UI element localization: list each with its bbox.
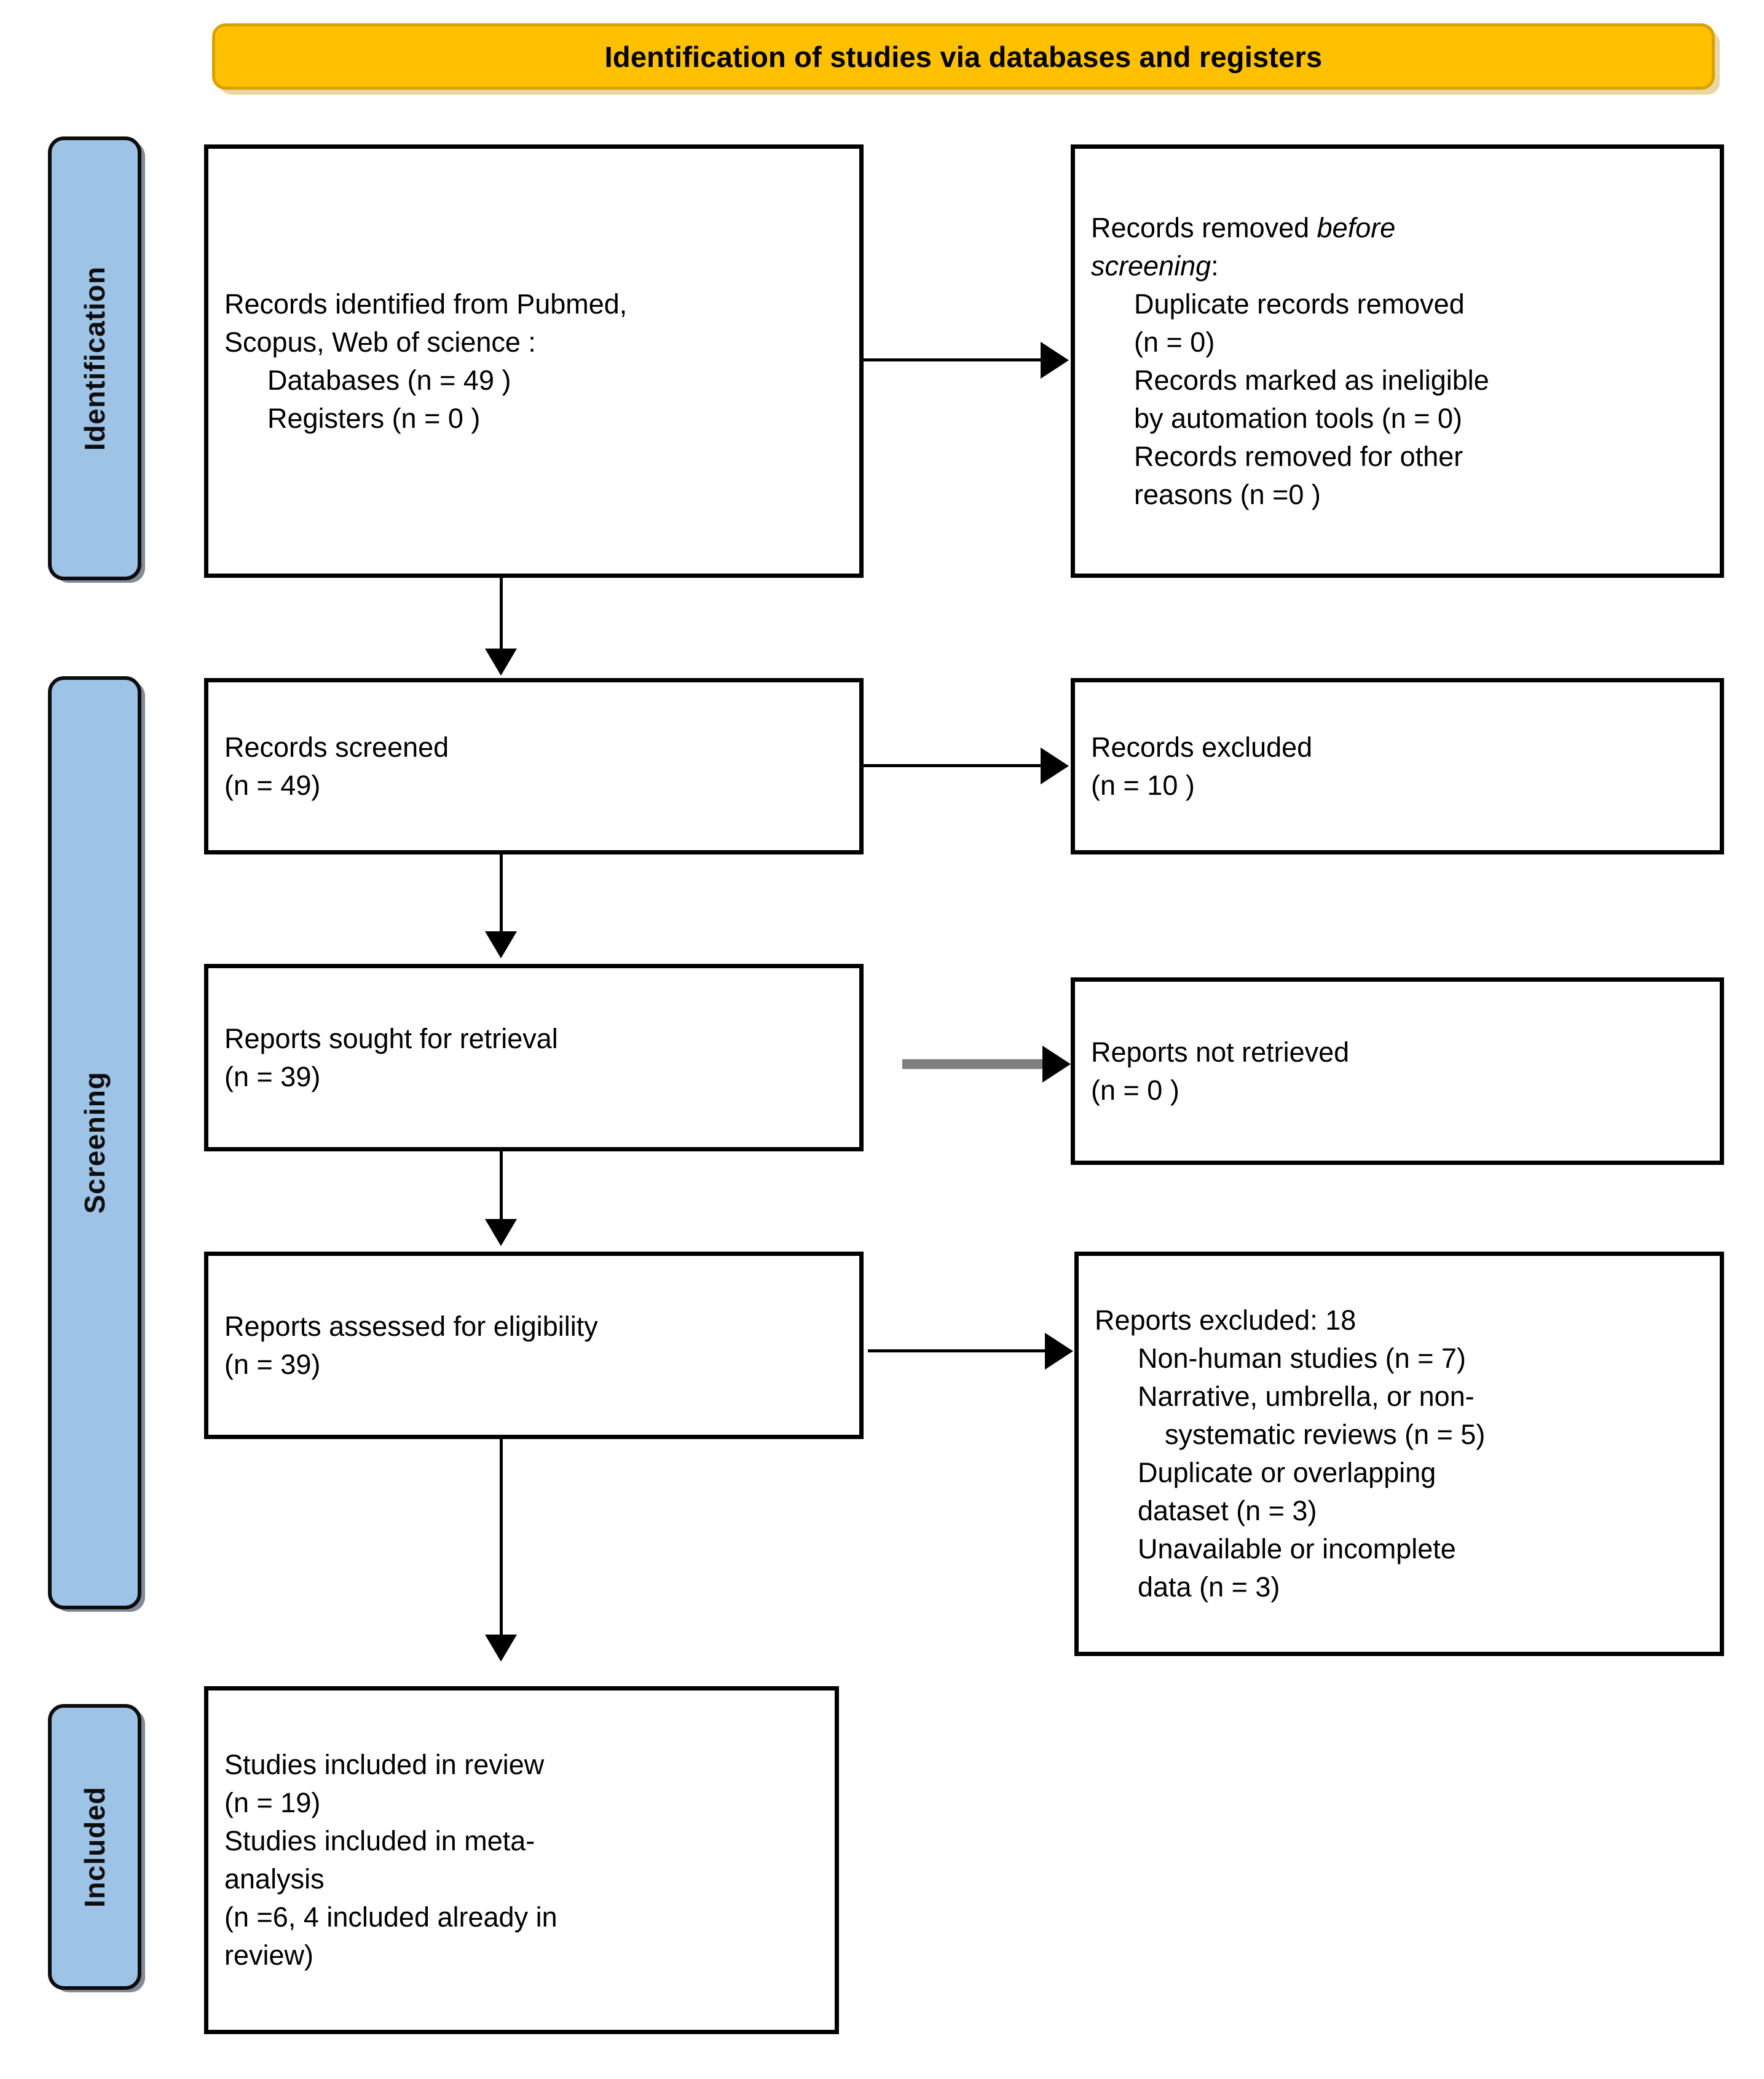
stage-label-included: Included xyxy=(79,1786,111,1908)
connector-screened-to-sought-line xyxy=(500,854,503,934)
reports-excluded-line-2: Non-human studies (n = 7) xyxy=(1138,1343,1467,1374)
box-studies-included: Studies included in review (n = 19) Stud… xyxy=(204,1686,839,2034)
page-title: Identification of studies via databases … xyxy=(604,40,1323,73)
reports-sought-line-2: (n = 39) xyxy=(224,1060,321,1092)
connector-assessed-to-included-arrow xyxy=(485,1635,517,1662)
connector-assessed-to-reports-excluded-arrow xyxy=(1045,1333,1073,1370)
connector-assessed-to-reports-excluded-line xyxy=(868,1349,1046,1352)
reports-assessed-line-2: (n = 39) xyxy=(224,1348,321,1380)
box-records-screened: Records screened (n = 49) xyxy=(204,678,864,854)
records-removed-line-8: reasons (n =0 ) xyxy=(1134,478,1321,510)
records-screened-line-2: (n = 49) xyxy=(224,769,321,801)
studies-included-line-5: (n =6, 4 included already in xyxy=(224,1901,557,1933)
connector-sought-to-not-retrieved-line xyxy=(902,1059,1045,1069)
stage-label-identification: Identification xyxy=(79,266,111,451)
studies-included-line-1: Studies included in review xyxy=(224,1749,545,1780)
stage-pill-included: Included xyxy=(48,1704,141,1990)
reports-sought-line-1: Reports sought for retrieval xyxy=(224,1022,558,1054)
box-reports-excluded: Reports excluded: 18 Non-human studies (… xyxy=(1074,1252,1724,1656)
records-removed-line-7: Records removed for other xyxy=(1134,440,1463,472)
records-identified-line-1: Records identified from Pubmed, xyxy=(224,288,628,320)
connector-screened-to-excluded-arrow xyxy=(1041,748,1069,784)
connector-sought-to-assessed-arrow xyxy=(485,1219,517,1246)
studies-included-line-4: analysis xyxy=(224,1863,325,1895)
reports-excluded-line-7: Unavailable or incomplete xyxy=(1138,1533,1456,1564)
reports-not-retrieved-line-1: Reports not retrieved xyxy=(1091,1036,1350,1068)
records-removed-line-2-colon: : xyxy=(1211,250,1219,282)
box-records-identified: Records identified from Pubmed, Scopus, … xyxy=(204,144,864,578)
connector-identified-to-screened-line xyxy=(500,578,503,652)
records-removed-line-3: Duplicate records removed xyxy=(1134,288,1465,320)
box-records-excluded: Records excluded (n = 10 ) xyxy=(1071,678,1724,854)
records-removed-line-5: Records marked as ineligible xyxy=(1134,364,1489,396)
records-removed-line-2-italic: screening xyxy=(1091,250,1211,282)
box-reports-not-retrieved: Reports not retrieved (n = 0 ) xyxy=(1071,977,1724,1165)
box-records-removed-before-screening: Records removed before screening: Duplic… xyxy=(1071,144,1724,578)
records-removed-line-1-plain: Records removed xyxy=(1091,211,1317,243)
records-excluded-line-1: Records excluded xyxy=(1091,731,1313,763)
reports-excluded-line-6: dataset (n = 3) xyxy=(1138,1495,1317,1526)
studies-included-line-2: (n = 19) xyxy=(224,1787,321,1818)
stage-label-screening: Screening xyxy=(79,1071,111,1214)
records-identified-line-2: Scopus, Web of science : xyxy=(224,326,536,358)
connector-identified-to-screened-arrow xyxy=(485,649,517,676)
records-removed-line-2: screening: xyxy=(1075,247,1720,285)
records-removed-line-4: (n = 0) xyxy=(1134,326,1215,358)
reports-excluded-line-8: data (n = 3) xyxy=(1138,1571,1280,1603)
reports-excluded-line-4: systematic reviews (n = 5) xyxy=(1165,1419,1486,1450)
records-identified-line-4: Registers (n = 0 ) xyxy=(267,402,481,434)
records-removed-line-1: Records removed before xyxy=(1075,209,1720,247)
diagram-header-banner: Identification of studies via databases … xyxy=(212,23,1715,90)
box-reports-sought-for-retrieval: Reports sought for retrieval (n = 39) xyxy=(204,964,864,1151)
stage-pill-screening: Screening xyxy=(48,676,141,1609)
reports-excluded-line-1: Reports excluded: 18 xyxy=(1095,1304,1356,1336)
box-reports-assessed-for-eligibility: Reports assessed for eligibility (n = 39… xyxy=(204,1252,864,1439)
reports-not-retrieved-line-2: (n = 0 ) xyxy=(1091,1074,1179,1106)
stage-pill-identification: Identification xyxy=(48,136,141,580)
connector-screened-to-sought-arrow xyxy=(485,931,517,958)
connector-assessed-to-included-line xyxy=(500,1439,503,1638)
connector-screened-to-excluded-line xyxy=(864,764,1042,767)
connector-identified-to-removed-line xyxy=(864,358,1042,361)
studies-included-line-6: review) xyxy=(224,1939,314,1971)
records-identified-line-3: Databases (n = 49 ) xyxy=(267,364,511,396)
records-removed-line-1-italic: before xyxy=(1317,211,1396,243)
connector-identified-to-removed-arrow xyxy=(1041,342,1069,379)
connector-sought-to-assessed-line xyxy=(500,1151,503,1222)
connector-sought-to-not-retrieved-arrow xyxy=(1042,1046,1071,1083)
studies-included-line-3: Studies included in meta- xyxy=(224,1825,535,1856)
records-removed-line-6: by automation tools (n = 0) xyxy=(1134,402,1463,434)
reports-excluded-line-3: Narrative, umbrella, or non- xyxy=(1138,1381,1475,1412)
reports-excluded-line-5: Duplicate or overlapping xyxy=(1138,1457,1436,1488)
records-screened-line-1: Records screened xyxy=(224,731,449,763)
reports-assessed-line-1: Reports assessed for eligibility xyxy=(224,1310,598,1342)
records-excluded-line-2: (n = 10 ) xyxy=(1091,769,1195,801)
